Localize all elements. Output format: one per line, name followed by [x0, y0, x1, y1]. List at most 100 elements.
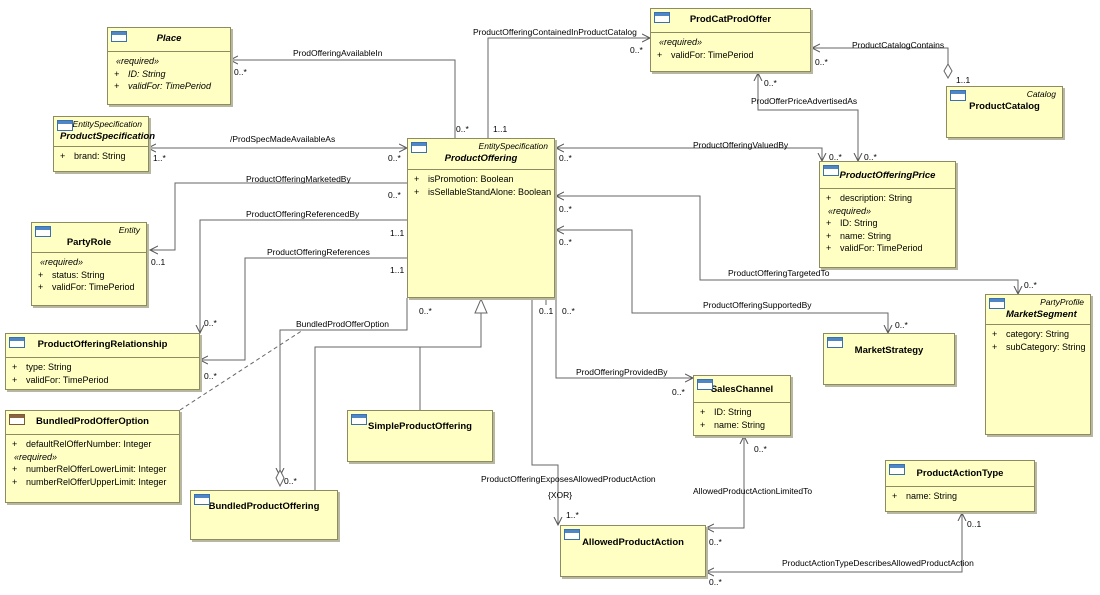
mult-por-referenced: 0..* [204, 318, 217, 328]
label-product-offering-referenced-by: ProductOfferingReferencedBy [246, 209, 360, 219]
class-name: ProductOfferingPrice [839, 170, 936, 181]
mult-place-available: 0..* [234, 67, 247, 77]
class-party-role[interactable]: Entity PartyRole «required» +status: Str… [31, 222, 147, 306]
attr-visibility: + [657, 49, 663, 60]
class-product-catalog[interactable]: Catalog ProductCatalog [946, 86, 1063, 138]
class-name: SimpleProductOffering [368, 421, 472, 432]
edge-prod-offering-available-in [230, 60, 456, 138]
edge-product-offering-exposes [531, 298, 558, 525]
edge-allowed-product-action-limited-to [706, 436, 745, 528]
class-name: ProductOfferingRelationship [37, 339, 168, 350]
class-product-specification[interactable]: EntitySpecification ProductSpecification… [53, 116, 155, 172]
attr-brand: brand: String [74, 151, 126, 161]
attr-visibility: + [992, 329, 998, 339]
class-name: Place [156, 33, 182, 44]
attr-visibility: + [992, 341, 998, 352]
mult-pat-describes: 0..1 [967, 519, 982, 529]
attr-valid-for: validFor: TimePeriod [840, 243, 923, 253]
class-name: SalesChannel [710, 384, 774, 395]
class-simple-product-offering[interactable]: SimpleProductOffering [347, 410, 493, 462]
attr-visibility: + [12, 362, 18, 372]
class-icon [111, 31, 127, 42]
edge-product-offering-contained [487, 38, 650, 138]
class-name: ProductOffering [444, 153, 518, 164]
class-icon [827, 337, 843, 348]
label-product-offering-supported-by: ProductOfferingSupportedBy [703, 300, 812, 310]
mult-po-option: 0..* [419, 306, 432, 316]
class-name: ProdCatProdOffer [689, 14, 772, 25]
edge-generalization [314, 313, 482, 490]
label-product-offering-targeted-to: ProductOfferingTargetedTo [728, 268, 830, 278]
edge-prod-offering-provided-by [555, 298, 693, 378]
attr-description: description: String [840, 193, 913, 203]
attr-valid-for: validFor: TimePeriod [52, 282, 135, 292]
attr-valid-for: validFor: TimePeriod [26, 374, 109, 385]
class-product-action-type[interactable]: ProductActionType + name: String [885, 460, 1035, 512]
class-bundled-product-offering[interactable]: BundledProductOffering [190, 490, 338, 540]
label-prod-offer-price-advertised: ProdOfferPriceAdvertisedAs [751, 96, 858, 106]
mult-sc-limited: 0..* [754, 444, 767, 454]
mult-po-valued: 0..* [559, 153, 572, 163]
attr-visibility: + [38, 269, 44, 280]
label-product-offering-contained: ProductOfferingContainedInProductCatalog [473, 27, 637, 37]
label-bundled-prod-offer-option: BundledProdOfferOption [296, 319, 389, 329]
class-market-segment[interactable]: PartyProfile MarketSegment +category: St… [985, 294, 1091, 435]
class-product-offering-price[interactable]: ProductOfferingPrice + description: Strin… [819, 161, 956, 268]
class-stereotype: Catalog [1026, 89, 1056, 99]
attr-visibility: + [414, 174, 420, 184]
attr-visibility: + [12, 476, 18, 487]
class-name: ProductCatalog [969, 101, 1040, 112]
attr-visibility: + [826, 193, 832, 203]
label-prod-offering-available-in: ProdOfferingAvailableIn [293, 48, 383, 58]
attr-id: ID: String [714, 407, 752, 417]
edge-product-offering-marketed-by [150, 182, 407, 250]
mult-sc-provided: 0..* [672, 387, 685, 397]
class-market-strategy[interactable]: MarketStrategy [823, 333, 955, 385]
attr-visibility: + [414, 186, 420, 197]
mult-pop-advertised: 0..* [864, 152, 877, 162]
mult-po-referenced: 1..1 [390, 228, 405, 238]
mult-po-supported: 0..* [559, 237, 572, 247]
class-place[interactable]: Place «required» +ID: String +validFor: … [107, 27, 231, 105]
mult-pcpo-contained: 0..* [630, 45, 643, 55]
class-icon [950, 90, 966, 101]
class-icon [564, 529, 580, 540]
class-allowed-product-action[interactable]: AllowedProductAction [560, 525, 706, 577]
attr-id: ID: String [840, 218, 878, 228]
class-icon [823, 165, 839, 176]
class-prod-cat-prod-offer[interactable]: ProdCatProdOffer «required» +validFor: T… [650, 8, 811, 72]
attr-name: name: String [714, 419, 766, 430]
attr-upper-limit: numberRelOfferUpperLimit: Integer [26, 476, 167, 487]
mult-ms-targeted: 0..* [1024, 280, 1037, 290]
attr-visibility: + [12, 464, 18, 474]
association-class-icon [9, 414, 25, 425]
mult-pspec-made: 1..* [153, 153, 166, 163]
label-product-offering-exposes: ProductOfferingExposesAllowedProductActi… [481, 474, 656, 484]
attr-is-promotion: isPromotion: Boolean [428, 174, 514, 184]
attr-visibility: + [892, 491, 898, 501]
class-bundled-prod-offer-option[interactable]: BundledProdOfferOption +defaultRelOfferN… [5, 410, 180, 503]
attr-visibility: + [826, 230, 832, 241]
mult-po-available: 0..* [456, 124, 469, 134]
required-stereotype: «required» [116, 56, 160, 66]
attr-category: category: String [1006, 329, 1070, 339]
class-product-offering-relationship[interactable]: ProductOfferingRelationship +type: Strin… [5, 333, 200, 390]
mult-apa-limited: 0..* [709, 537, 722, 547]
class-icon [9, 337, 25, 348]
label-product-offering-references: ProductOfferingReferences [267, 247, 370, 257]
attr-lower-limit: numberRelOfferLowerLimit: Integer [26, 464, 167, 474]
class-icon [57, 120, 73, 131]
mult-catalog-contains: 1..1 [956, 75, 971, 85]
class-stereotype: PartyProfile [1040, 297, 1084, 307]
attr-name: name: String [906, 491, 958, 501]
class-product-offering[interactable]: EntitySpecification ProductOffering +isP… [407, 138, 555, 298]
class-icon [351, 414, 367, 425]
attr-visibility: + [12, 439, 18, 449]
class-name: ProductActionType [916, 468, 1004, 479]
mult-po-made: 0..* [388, 153, 401, 163]
mult-po-targeted: 0..* [559, 204, 572, 214]
mult-po-provided-1: 0..1 [539, 306, 554, 316]
label-xor-constraint: {XOR} [548, 490, 573, 500]
class-sales-channel[interactable]: SalesChannel +ID: String +name: String [693, 375, 791, 436]
class-name: PartyRole [66, 237, 112, 248]
